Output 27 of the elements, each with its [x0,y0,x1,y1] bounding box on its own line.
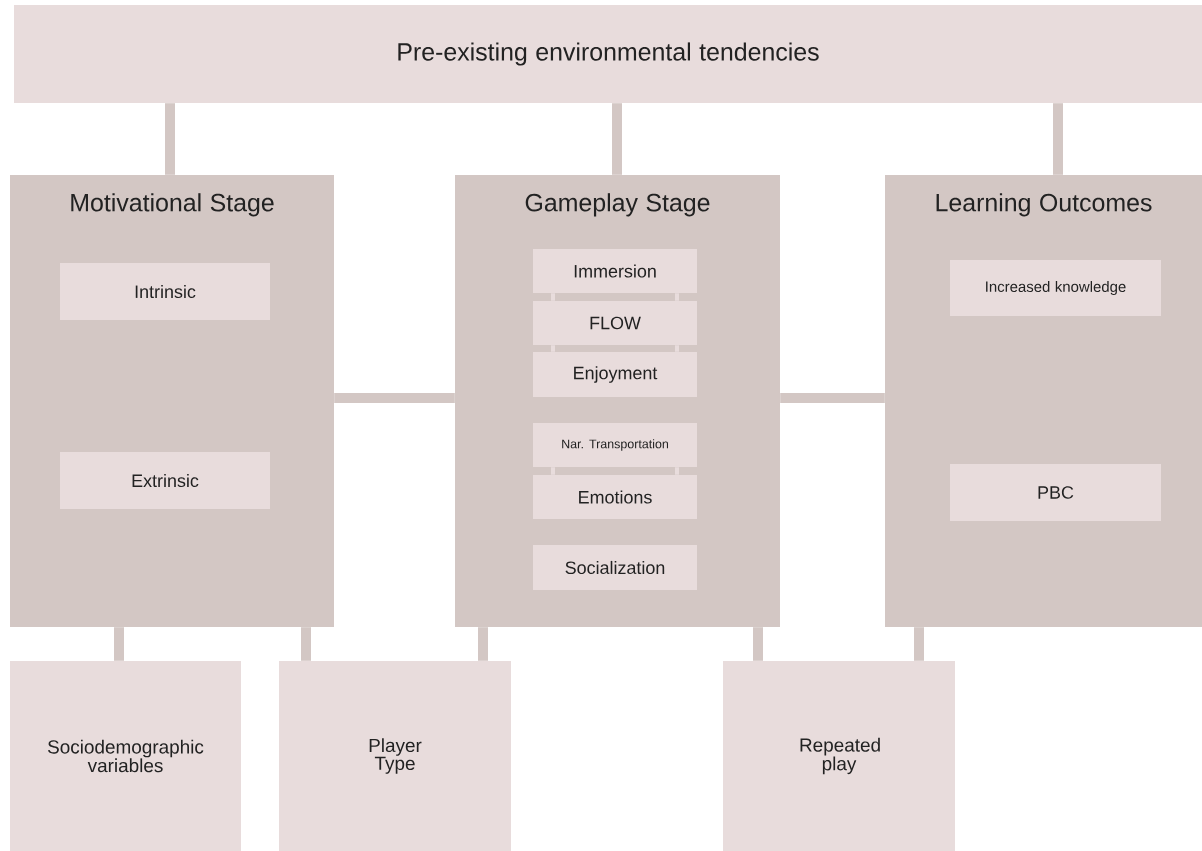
connector [478,627,488,661]
factor-box: Repeated play [723,661,955,851]
connector [165,103,175,175]
connector [301,627,311,661]
factor-box: Extrinsic [60,452,270,509]
connector [780,393,885,403]
factor-box: Increased knowledge [950,260,1161,316]
factor-box: Player Type [279,661,511,851]
factor-box: Immersion [533,249,697,293]
banner-box: Pre-existing environmental tendencies [14,5,1202,103]
factor-box: Emotions [533,475,697,519]
factor-box: PBC [950,464,1161,521]
factor-box: Intrinsic [60,263,270,320]
connector [334,393,455,403]
connector [612,103,622,175]
factor-box: Enjoyment [533,352,697,397]
connector [551,291,679,303]
connector [1053,103,1063,175]
connector [753,627,763,661]
factor-box: Socialization [533,545,697,590]
connector [551,465,679,477]
factor-box: Nar. Transportation [533,423,697,467]
connector [914,627,924,661]
connector [551,343,679,354]
connector [114,627,124,661]
factor-box: Sociodemographic variables [10,661,241,851]
factor-box: FLOW [533,301,697,345]
